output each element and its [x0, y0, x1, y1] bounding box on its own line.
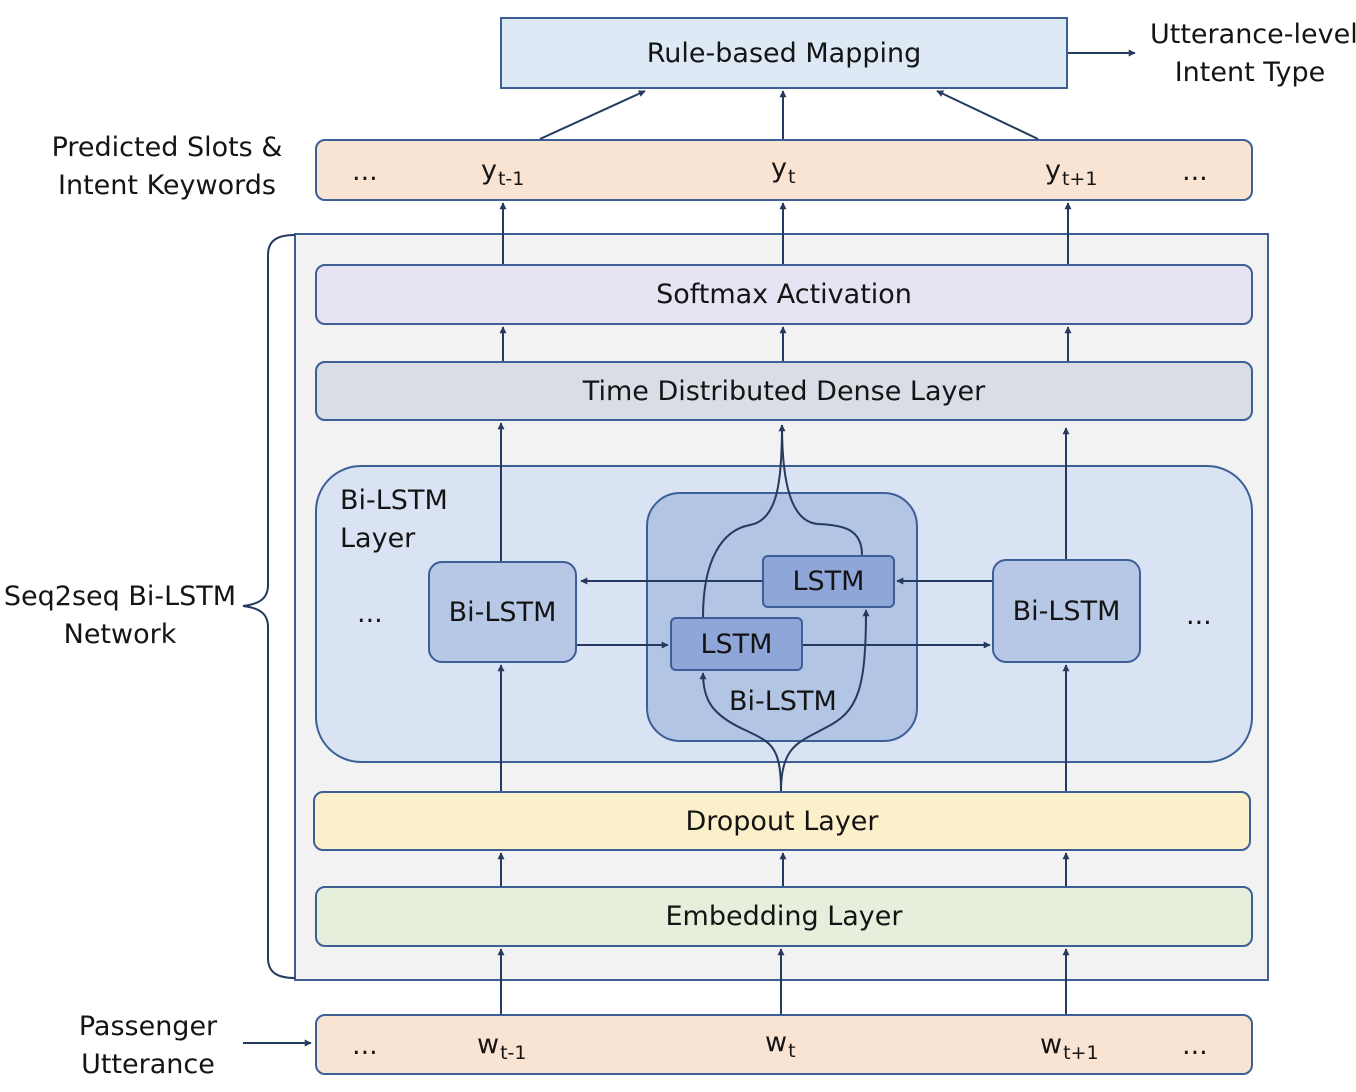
network-line1: Seq2seq Bi-LSTM: [3, 581, 237, 612]
passenger-utterance-label: Passenger Utterance: [70, 1008, 226, 1084]
dense-label: Time Distributed Dense Layer: [582, 375, 986, 407]
input-w-prev: wt-1: [477, 1026, 527, 1072]
network-line2: Network: [63, 619, 177, 650]
bilstm-layer-line2: Layer: [340, 523, 416, 554]
dropout-label: Dropout Layer: [685, 805, 879, 837]
dropout-layer: Dropout Layer: [313, 791, 1251, 851]
rule-mapping-label: Rule-based Mapping: [646, 37, 922, 69]
bilstm-layer-title: Bi-LSTM Layer: [340, 482, 448, 558]
y-prev-base: y: [481, 155, 497, 186]
softmax-layer: Softmax Activation: [315, 264, 1253, 325]
intent-type-line1: Utterance-level: [1150, 19, 1356, 50]
bilstm-left-box: Bi-LSTM: [428, 561, 577, 663]
curve-lstm-backward-to-dense: [781, 424, 863, 556]
lstm-top-box: LSTM: [762, 555, 895, 608]
embedding-layer: Embedding Layer: [315, 886, 1253, 947]
output-row: [315, 139, 1253, 201]
arrow-lstm-forward-to-dense: [702, 424, 786, 618]
passenger-line1: Passenger: [78, 1011, 218, 1042]
predicted-line2: Intent Keywords: [58, 170, 276, 201]
y-cur-base: y: [771, 153, 787, 184]
bilstm-right-label: Bi-LSTM: [1012, 595, 1121, 627]
bilstm-center-label: Bi-LSTM: [729, 686, 837, 717]
intent-type-line2: Intent Type: [1174, 57, 1326, 88]
arrow-dropout-to-lstm-backward: [780, 609, 870, 792]
output-y-next: yt+1: [1045, 152, 1097, 198]
bilstm-right-box: Bi-LSTM: [992, 559, 1141, 663]
output-y-cur: yt: [771, 150, 795, 196]
softmax-label: Softmax Activation: [656, 279, 912, 310]
arrow-ynext-to-rule: [936, 90, 1039, 140]
passenger-line2: Utterance: [81, 1049, 215, 1080]
bilstm-ellipsis-right: ...: [1186, 600, 1212, 631]
w-cur-base: w: [765, 1027, 788, 1058]
w-prev-sub: t-1: [500, 1042, 527, 1064]
output-ellipsis-left: ...: [352, 156, 378, 187]
input-w-next: wt+1: [1040, 1026, 1099, 1072]
dense-layer: Time Distributed Dense Layer: [315, 361, 1253, 421]
lstm-top-label: LSTM: [792, 566, 865, 597]
input-w-cur: wt: [765, 1024, 796, 1070]
y-next-sub: t+1: [1061, 168, 1098, 190]
bilstm-ellipsis-left: ...: [357, 598, 383, 629]
arrow-yprev-to-rule: [539, 90, 646, 140]
y-prev-sub: t-1: [497, 168, 525, 190]
embedding-label: Embedding Layer: [665, 901, 903, 932]
intent-type-label: Utterance-level Intent Type: [1150, 16, 1356, 92]
y-cur-sub: t: [787, 166, 796, 188]
w-next-base: w: [1040, 1029, 1063, 1060]
lstm-bottom-label: LSTM: [700, 628, 773, 660]
input-ellipsis-right: ...: [1182, 1030, 1208, 1061]
predicted-line1: Predicted Slots &: [51, 132, 283, 163]
w-prev-base: w: [477, 1029, 500, 1060]
lstm-bottom-box: LSTM: [670, 617, 803, 671]
output-y-prev: yt-1: [481, 152, 524, 198]
input-ellipsis-left: ...: [352, 1030, 378, 1061]
input-row: [315, 1014, 1253, 1075]
y-next-base: y: [1045, 155, 1061, 186]
bilstm-left-label: Bi-LSTM: [448, 596, 557, 628]
bilstm-layer-line1: Bi-LSTM: [340, 485, 448, 516]
arrow-dropout-to-lstm-forward: [699, 672, 782, 792]
rule-mapping-box: Rule-based Mapping: [500, 17, 1068, 89]
w-cur-sub: t: [788, 1040, 796, 1062]
network-brace: [242, 234, 296, 979]
network-label: Seq2seq Bi-LSTM Network: [2, 578, 238, 654]
predicted-slots-label: Predicted Slots & Intent Keywords: [50, 129, 284, 205]
w-next-sub: t+1: [1063, 1042, 1099, 1064]
output-ellipsis-right: ...: [1182, 156, 1208, 187]
